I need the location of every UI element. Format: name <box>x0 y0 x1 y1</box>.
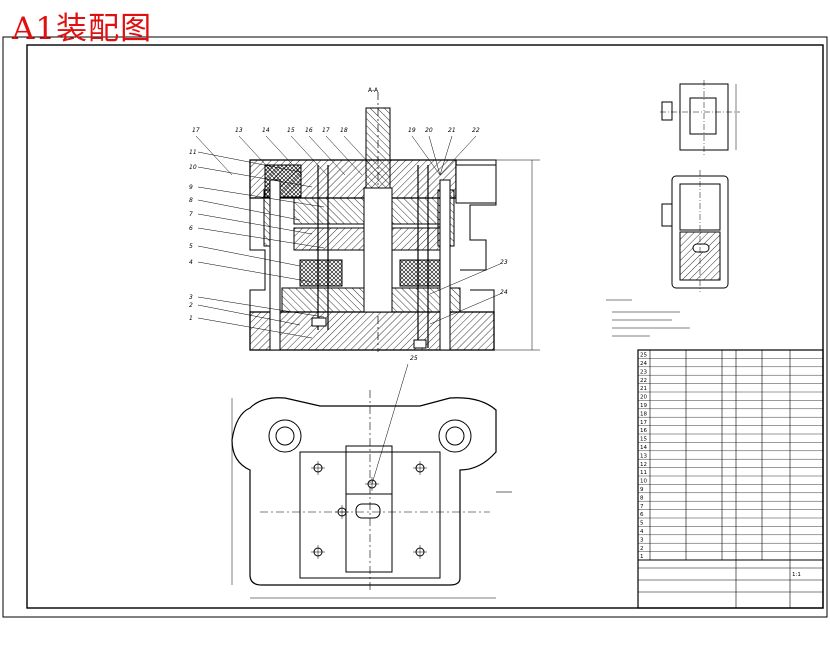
callout-leader <box>439 135 453 176</box>
callout-number: 3 <box>189 294 193 301</box>
bolt-centerline <box>365 477 379 491</box>
table-row-number: 18 <box>640 411 647 417</box>
callout-leader <box>428 135 441 176</box>
callout-number: 4 <box>189 259 193 266</box>
table-row-number: 9 <box>640 487 644 493</box>
table-row-number: 13 <box>640 453 647 459</box>
table-row-number: 3 <box>640 537 644 543</box>
callout-number: 22 <box>472 127 480 134</box>
callout-number: 1 <box>189 315 193 322</box>
table-row-number: 17 <box>640 420 647 426</box>
callout-leader <box>439 135 477 176</box>
callout-number: 2 <box>189 302 193 309</box>
callout-leader <box>411 135 441 176</box>
callout-leader <box>197 186 325 208</box>
callout-leader <box>197 245 301 267</box>
callout-leader <box>197 261 313 283</box>
table-row-number: 20 <box>640 395 647 401</box>
table-row-number: 12 <box>640 462 647 468</box>
callout-number: 20 <box>425 127 433 134</box>
callout-leader <box>197 166 313 188</box>
part-detail-middle <box>661 170 729 292</box>
table-row-number: 25 <box>640 353 647 359</box>
drawing-stamp-title: A1装配图 <box>12 11 153 47</box>
table-row-number: 1 <box>640 554 644 560</box>
plan-view <box>231 390 512 599</box>
bolt-centerline <box>311 545 325 559</box>
callout-number: 9 <box>189 184 193 191</box>
callout-number: 17 <box>322 127 330 134</box>
callout-number: 11 <box>189 149 197 156</box>
table-row-number: 15 <box>640 437 647 443</box>
bolt-centerline <box>311 461 325 475</box>
table-row-number: 2 <box>640 546 644 552</box>
parts-table-grid <box>637 349 824 609</box>
callout-number: 14 <box>262 127 270 134</box>
callout-leader <box>197 296 325 318</box>
callout-number: 8 <box>189 197 193 204</box>
callout-leader <box>197 151 301 173</box>
table-row-number: 22 <box>640 378 647 384</box>
callout-leader <box>197 317 313 339</box>
title-block-scale: 1:1 <box>792 572 801 578</box>
table-row-number: 21 <box>640 386 647 392</box>
table-row-number: 7 <box>640 504 644 510</box>
callout-leader <box>195 135 233 176</box>
callout-number: 24 <box>500 289 508 296</box>
callout-number: 16 <box>305 127 313 134</box>
callout-leader <box>197 227 325 249</box>
callout-leader <box>238 135 276 176</box>
table-row-number: 8 <box>640 495 644 501</box>
table-row-number: 4 <box>640 529 644 535</box>
drawing-frame <box>2 36 828 618</box>
callout-number: 23 <box>500 259 508 266</box>
section-mark-label: A-A <box>368 87 379 94</box>
callout-leader <box>429 263 501 295</box>
callout-number: 10 <box>189 164 197 171</box>
callout-number: 25 <box>410 355 418 362</box>
callout-leader <box>197 213 313 235</box>
callout-number: 7 <box>189 211 193 218</box>
table-row-number: 19 <box>640 403 647 409</box>
callout-number: 5 <box>189 243 193 250</box>
callout-number: 17 <box>192 127 200 134</box>
callout-leader <box>265 135 303 176</box>
callout-leader <box>197 304 301 326</box>
callout-number: 6 <box>189 225 193 232</box>
table-row-number: 11 <box>640 470 647 476</box>
table-row-number: 23 <box>640 369 647 375</box>
part-detail-top <box>660 80 740 156</box>
callout-leader <box>371 363 409 485</box>
parts-table-rows: 2524232221201918171615141312111098765432… <box>638 353 823 560</box>
bolt-centerline <box>413 545 427 559</box>
table-row-number: 6 <box>640 512 644 518</box>
callout-number: 19 <box>408 127 416 134</box>
table-row-number: 24 <box>640 361 647 367</box>
table-row-number: 16 <box>640 428 647 434</box>
callout-leader <box>308 135 346 176</box>
callout-number: 18 <box>340 127 348 134</box>
callout-leader <box>290 135 328 176</box>
plan-bolt-holes <box>311 461 427 559</box>
section-view <box>249 92 540 352</box>
technical-notes <box>606 299 690 337</box>
table-row-number: 10 <box>640 479 647 485</box>
callout-number: 15 <box>287 127 295 134</box>
callout-leader <box>325 135 363 176</box>
callout-leader <box>197 199 301 221</box>
callout-number: 13 <box>235 127 243 134</box>
table-row-number: 14 <box>640 445 647 451</box>
callout-leader <box>429 293 501 325</box>
bolt-centerline <box>335 505 349 519</box>
callout-number: 21 <box>448 127 456 134</box>
table-row-number: 5 <box>640 521 644 527</box>
bolt-centerline <box>413 461 427 475</box>
callout-leader <box>343 135 381 176</box>
